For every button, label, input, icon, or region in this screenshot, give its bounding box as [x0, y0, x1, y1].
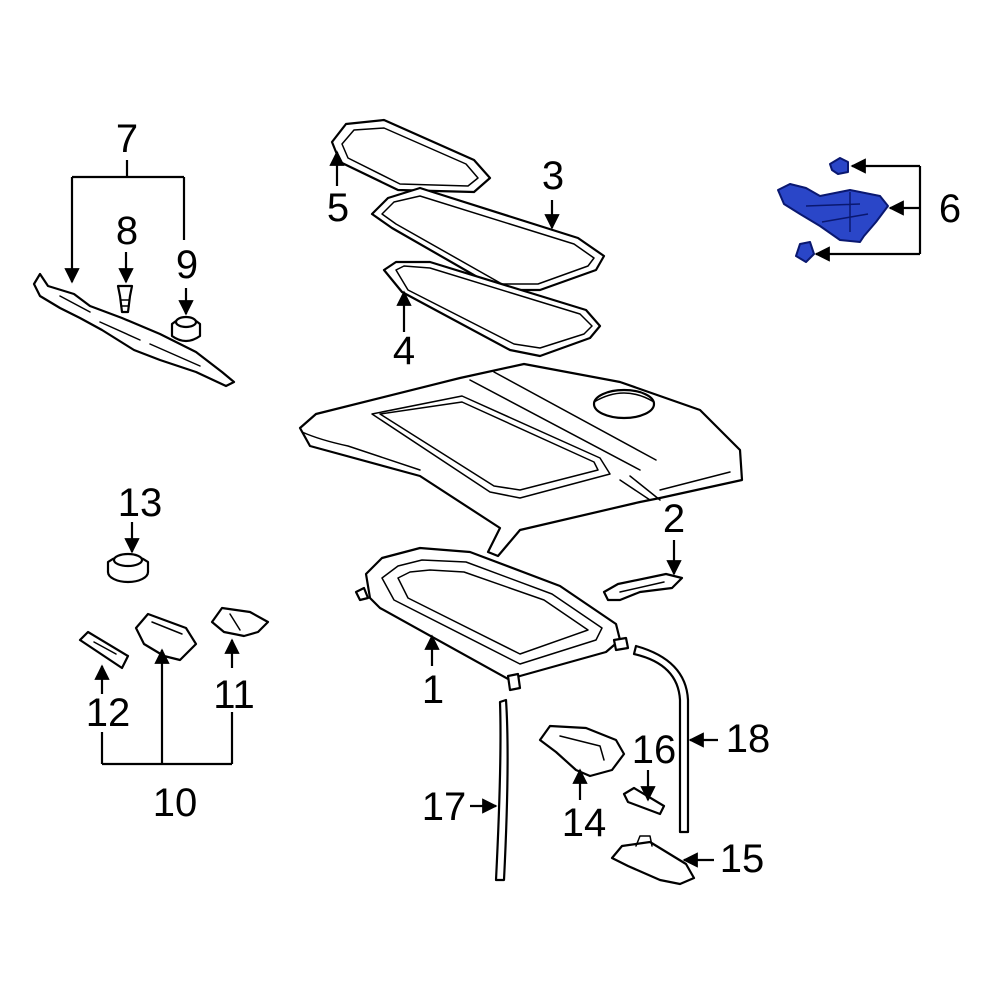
roof-panel [298, 362, 744, 558]
part-11-clip[interactable] [210, 606, 270, 638]
leader-lines [64, 150, 922, 868]
part-13-stopper[interactable] [106, 552, 150, 584]
part-14-bracket[interactable] [538, 724, 626, 778]
callout-13: 13 [118, 481, 163, 525]
part-5-seal-frame[interactable] [330, 118, 492, 194]
callout-1: 1 [422, 668, 444, 712]
callout-6: 6 [939, 187, 961, 231]
callout-16: 16 [632, 728, 677, 772]
callout-5: 5 [327, 186, 349, 230]
callout-2: 2 [663, 497, 685, 541]
part-17-drain-hose[interactable] [494, 698, 509, 882]
callout-4: 4 [393, 329, 415, 373]
callout-17: 17 [422, 785, 467, 829]
callout-12: 12 [86, 691, 131, 735]
part-1-sunroof-housing[interactable] [354, 546, 630, 692]
part-9-clip[interactable] [170, 315, 202, 343]
part-18-drain-hose[interactable] [632, 644, 690, 834]
part-7-deflector-panel[interactable] [32, 272, 236, 388]
callout-11: 11 [213, 673, 255, 717]
callout-14: 14 [562, 801, 607, 845]
part-16-clip[interactable] [622, 786, 666, 816]
callout-18: 18 [726, 717, 771, 761]
part-4-weatherstrip[interactable] [382, 260, 602, 358]
part-12-plate[interactable] [78, 630, 130, 670]
callout-labels: 7 8 9 5 3 4 6 13 12 11 10 1 2 17 18 14 1… [86, 117, 961, 881]
part-6-sunroof-motor[interactable] [777, 157, 889, 263]
callout-9: 9 [176, 243, 198, 287]
callout-8: 8 [116, 209, 138, 253]
part-10-guide[interactable] [134, 612, 198, 662]
callout-15: 15 [720, 837, 765, 881]
callout-7: 7 [116, 117, 138, 161]
callout-10: 10 [153, 781, 198, 825]
part-15-bracket[interactable] [610, 835, 696, 886]
callout-3: 3 [542, 154, 564, 198]
part-8-screw[interactable] [116, 284, 134, 314]
part-3-glass-panel[interactable] [370, 186, 606, 292]
part-2-bracket[interactable] [602, 572, 684, 602]
